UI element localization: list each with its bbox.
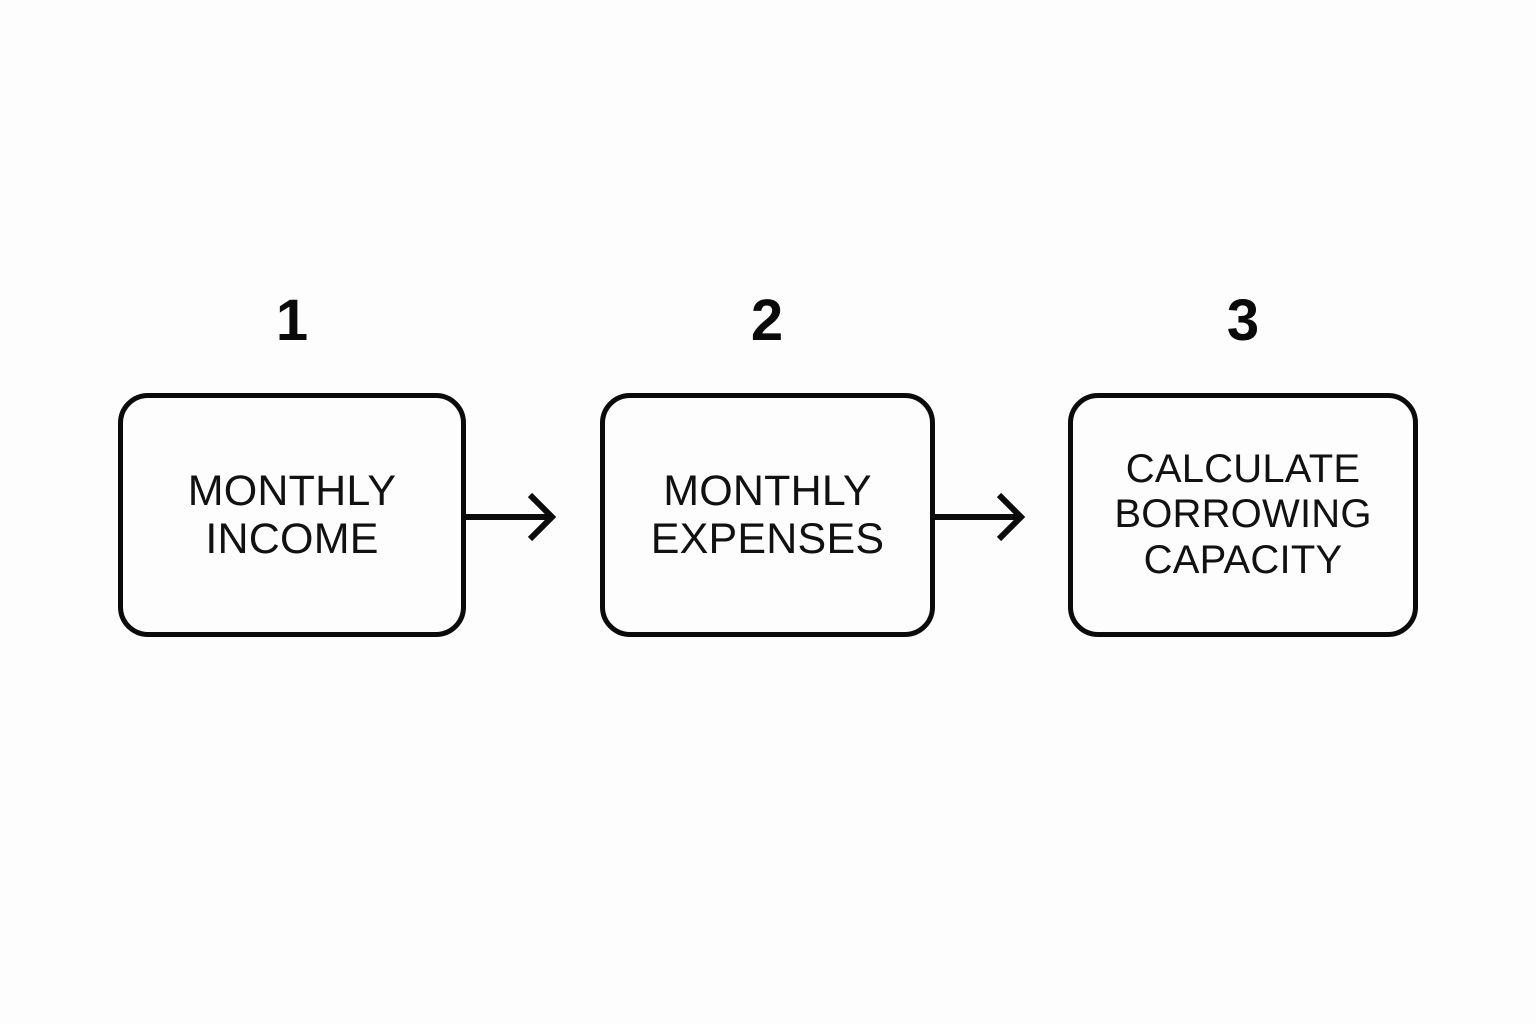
step-number-2: 2: [750, 288, 784, 353]
step-number-3: 3: [1226, 288, 1260, 353]
step-number-1: 1: [275, 288, 309, 353]
process-box-label-3: CALCULATE BORROWING CAPACITY: [1114, 446, 1372, 582]
process-box-label-1: MONTHLY INCOME: [187, 466, 397, 563]
arrow-step1-to-step2-head-icon: [527, 492, 557, 542]
process-box-label-2: MONTHLY EXPENSES: [650, 466, 885, 563]
process-box-monthly-income[interactable]: MONTHLY INCOME: [118, 393, 466, 637]
arrow-step2-to-step3-head-icon: [996, 492, 1026, 542]
process-box-calculate-borrowing-capacity[interactable]: CALCULATE BORROWING CAPACITY: [1068, 393, 1418, 637]
process-box-monthly-expenses[interactable]: MONTHLY EXPENSES: [600, 393, 935, 637]
